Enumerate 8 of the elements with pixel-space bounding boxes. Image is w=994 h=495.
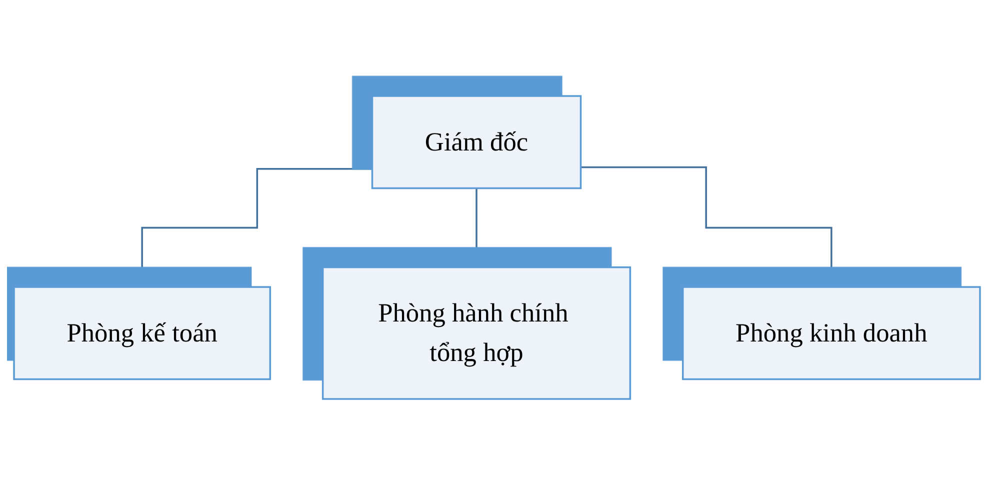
connector (141, 168, 372, 288)
org-chart-drawing: Giám đốc Phòng kế toán Phòng hành chính tổng hợp Phòng kinh doanh (7, 5, 987, 490)
connector (476, 187, 478, 268)
node-box (13, 286, 272, 380)
node-box (322, 266, 632, 400)
connector (580, 166, 832, 288)
node-box (371, 95, 582, 190)
node-box (682, 286, 981, 380)
